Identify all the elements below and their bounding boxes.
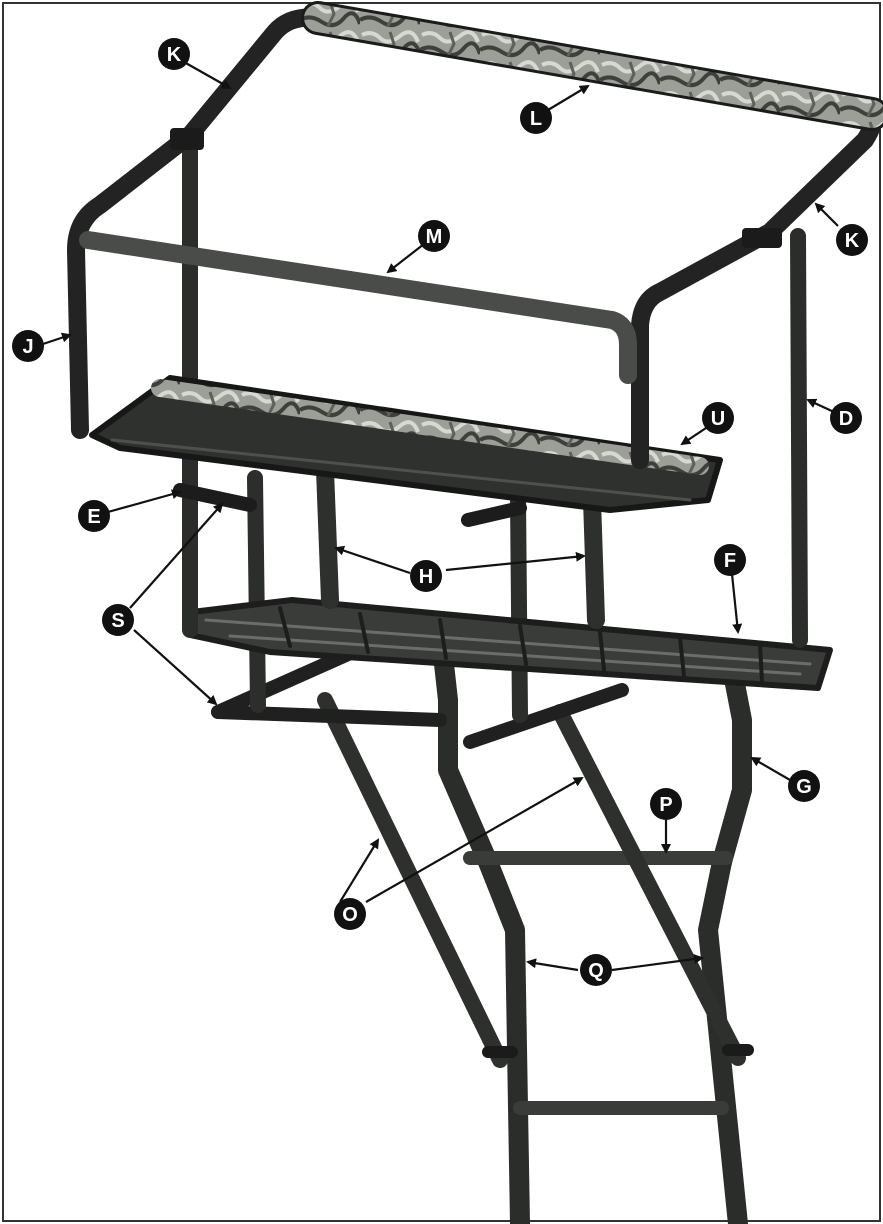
label-j: J — [12, 330, 44, 362]
svg-text:P: P — [659, 794, 672, 816]
label-s: S — [102, 604, 134, 636]
svg-text:G: G — [796, 776, 812, 798]
svg-text:H: H — [419, 566, 433, 588]
label-g: G — [788, 770, 820, 802]
leader-q-left — [526, 958, 579, 972]
svg-text:S: S — [111, 610, 124, 632]
leader-s-upper — [129, 502, 224, 609]
seat-supports — [247, 470, 528, 723]
label-h: H — [410, 560, 442, 592]
label-k-top: K — [158, 38, 190, 70]
leader-o-left — [339, 838, 380, 903]
leader-k1 — [183, 61, 232, 89]
svg-text:E: E — [87, 506, 100, 528]
svg-text:K: K — [167, 44, 182, 66]
leader-l — [547, 84, 590, 111]
leader-j — [39, 332, 72, 347]
label-e: E — [78, 500, 110, 532]
svg-text:U: U — [711, 408, 725, 430]
leader-h-right — [445, 551, 586, 572]
arm-rest-bar — [79, 231, 637, 384]
leader-k2 — [814, 202, 839, 227]
svg-text:K: K — [845, 230, 860, 252]
label-l: L — [520, 102, 552, 134]
leader-f — [730, 573, 743, 634]
svg-text:J: J — [22, 336, 33, 358]
leader-o-right — [365, 777, 584, 903]
ladder-lower-section — [478, 852, 748, 1224]
svg-text:F: F — [724, 550, 736, 572]
svg-text:M: M — [426, 226, 443, 248]
label-f: F — [714, 544, 746, 576]
label-badges: K L K M J D U E — [12, 38, 868, 986]
leader-u — [680, 427, 707, 446]
svg-text:Q: Q — [588, 960, 604, 982]
leader-s-lower — [133, 629, 218, 706]
brace-feet — [482, 1044, 754, 1058]
label-p: P — [650, 788, 682, 820]
leader-lines — [39, 61, 839, 972]
leader-e — [107, 489, 182, 514]
seat — [89, 375, 723, 513]
leader-d — [806, 398, 835, 413]
label-k-right: K — [836, 224, 868, 256]
label-q: Q — [580, 954, 612, 986]
seat-brackets — [173, 483, 527, 527]
svg-text:D: D — [839, 408, 853, 430]
leader-m — [386, 243, 425, 274]
leader-q-right — [611, 954, 704, 972]
rail-joints — [170, 128, 782, 248]
label-m: M — [418, 220, 450, 252]
label-d: D — [830, 402, 862, 434]
leader-g — [750, 756, 791, 781]
label-o: O — [334, 898, 366, 930]
label-u: U — [702, 402, 734, 434]
svg-text:L: L — [530, 108, 542, 130]
support-braces — [317, 692, 746, 1068]
leader-h-left — [334, 545, 411, 575]
stand-illustration — [67, 1, 883, 1224]
svg-text:O: O — [342, 904, 358, 926]
padded-top-rail — [301, 1, 883, 131]
